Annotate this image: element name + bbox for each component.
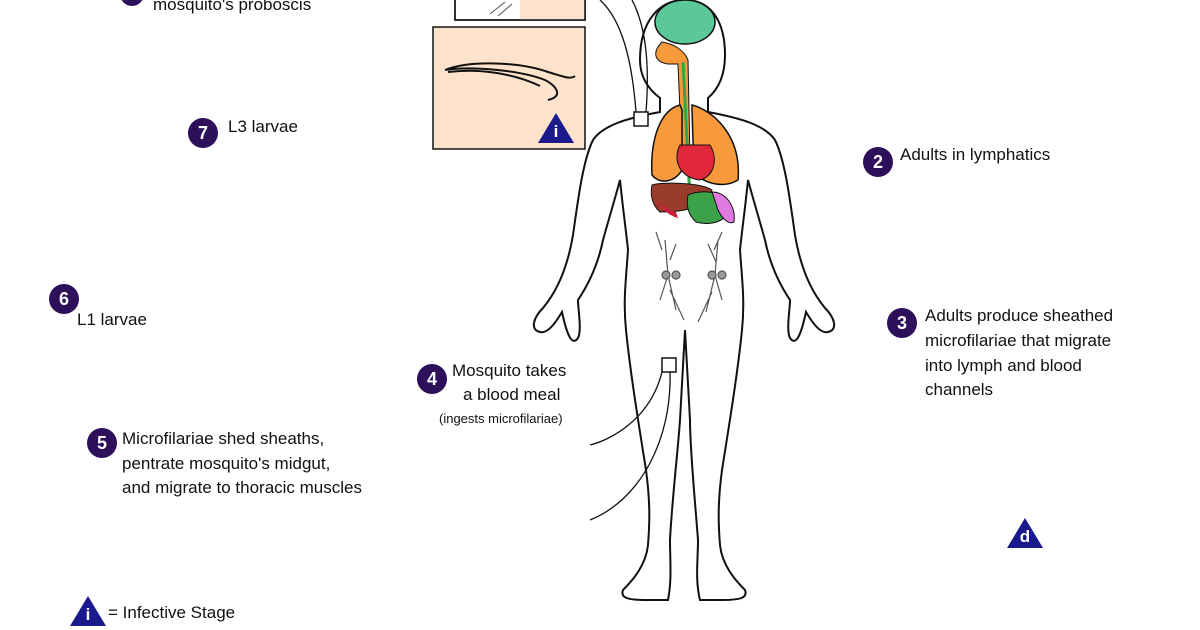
organ-heart bbox=[676, 144, 715, 181]
step6-label: L1 larvae bbox=[77, 310, 147, 329]
step1-panel-top bbox=[454, 0, 586, 21]
legend-infective-triangle-icon: i bbox=[70, 596, 106, 626]
step1-label: mosquito's proboscis bbox=[153, 0, 312, 14]
lymphatic-vessels bbox=[655, 231, 727, 323]
step5-label-line1: Microfilariae shed sheaths, bbox=[122, 429, 325, 448]
step2-label: Adults in lymphatics bbox=[900, 145, 1051, 164]
step5-label-line2: pentrate mosquito's midgut, bbox=[122, 454, 331, 473]
step5-label-line3: and migrate to thoracic muscles bbox=[122, 478, 362, 497]
step3-label-line2: microfilariae that migrate bbox=[925, 331, 1112, 350]
step3-label-line1: Adults produce sheathed bbox=[925, 306, 1114, 325]
step3-label-line3: into lymph and blood bbox=[925, 356, 1082, 375]
step4-label-line1: Mosquito takes bbox=[452, 361, 567, 380]
infective-stage-triangle-icon: i bbox=[538, 113, 574, 143]
step6-badge: 6 bbox=[49, 284, 79, 314]
diagnostic-stage-triangle-icon: d bbox=[1007, 518, 1043, 548]
chest-site-marker bbox=[633, 111, 649, 127]
step5-badge: 5 bbox=[87, 428, 117, 458]
step7-label: L3 larvae bbox=[228, 117, 298, 136]
leg-site-marker bbox=[661, 357, 677, 373]
step2-badge: 2 bbox=[863, 147, 893, 177]
legend-symbol: i bbox=[85, 605, 91, 624]
step3-badge: 3 bbox=[887, 308, 917, 338]
organ-brain bbox=[654, 0, 716, 45]
step7-badge: 7 bbox=[188, 118, 218, 148]
infective-stage-symbol: i bbox=[553, 122, 559, 141]
callout-lines bbox=[589, 0, 671, 521]
step3-label-line4: channels bbox=[925, 380, 994, 399]
step4-sublabel: (ingests microfilariae) bbox=[439, 411, 563, 426]
diagnostic-stage-symbol: d bbox=[1019, 527, 1031, 546]
step4-badge: 4 bbox=[417, 364, 447, 394]
step4-label-line2: a blood meal bbox=[463, 385, 561, 404]
human-body-icon bbox=[532, 0, 836, 601]
legend-text: = Infective Stage bbox=[108, 603, 236, 622]
organ-kidney bbox=[655, 191, 735, 224]
step1-badge-partial bbox=[120, 0, 144, 6]
